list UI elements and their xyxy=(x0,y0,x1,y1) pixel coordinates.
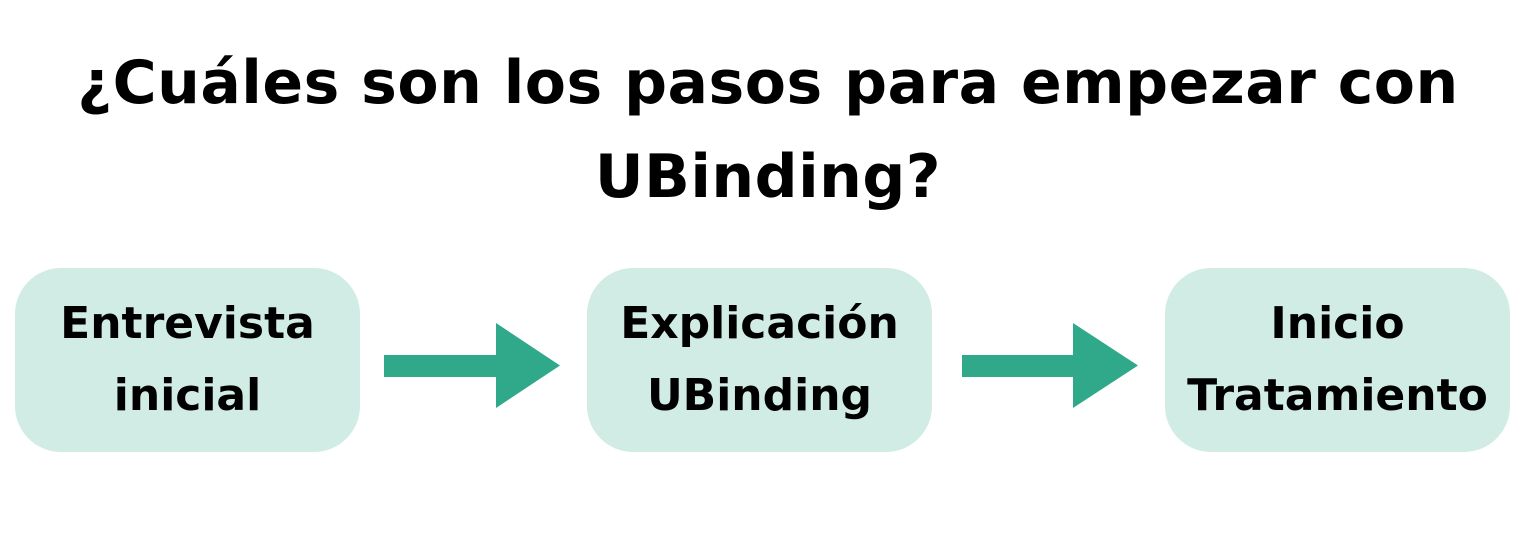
step-label-line2: UBinding xyxy=(646,370,873,421)
step-box-explicacion: Explicación UBinding xyxy=(587,268,932,452)
right-arrow-icon xyxy=(384,323,560,408)
step-label-line1: Inicio xyxy=(1270,298,1405,349)
step-label-line1: Entrevista xyxy=(60,298,315,349)
step-box-entrevista: Entrevista inicial xyxy=(15,268,360,452)
step-label-line2: inicial xyxy=(113,370,262,421)
right-arrow-icon xyxy=(962,323,1138,408)
step-label-line2: Tratamiento xyxy=(1187,370,1488,421)
step-box-inicio: Inicio Tratamiento xyxy=(1165,268,1510,452)
title-line-1: ¿Cuáles son los pasos para empezar con xyxy=(77,48,1459,118)
title-line-2: UBinding? xyxy=(594,142,942,212)
step-label-line1: Explicación xyxy=(620,298,899,349)
page-title: ¿Cuáles son los pasos para empezar con U… xyxy=(0,36,1536,224)
